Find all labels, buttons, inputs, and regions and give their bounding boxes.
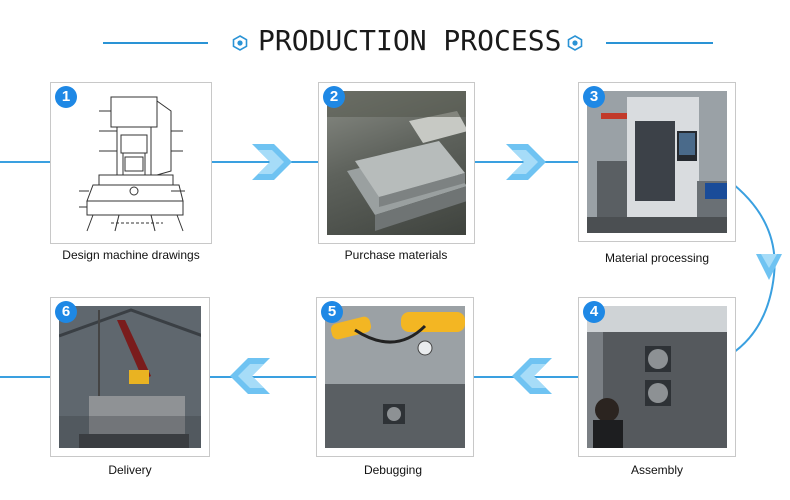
connector-5-6 <box>209 376 324 378</box>
step-card-6: 6 <box>50 297 210 457</box>
page-title: PRODUCTION PROCESS <box>258 24 562 57</box>
step-badge: 1 <box>55 86 77 108</box>
hexagon-icon-left <box>232 35 248 51</box>
step-card-2: 2 <box>318 82 475 244</box>
step-card-4: 4 <box>578 297 736 457</box>
header-rule-left <box>103 42 208 44</box>
header-rule-right <box>606 42 713 44</box>
curved-connector-3-4 <box>727 180 776 356</box>
arrow-down-icon <box>756 254 782 280</box>
debugging-photo <box>325 306 465 448</box>
step-badge: 6 <box>55 301 77 323</box>
step-label: Debugging <box>363 463 423 477</box>
step-badge: 3 <box>583 86 605 108</box>
hexagon-icon-right <box>567 35 583 51</box>
step-card-3: 3 <box>578 82 736 242</box>
materials-photo <box>327 91 466 235</box>
machining-photo <box>587 91 727 233</box>
connector-row1-left <box>0 161 50 163</box>
step-label: Delivery <box>108 463 152 477</box>
assembly-photo <box>587 306 727 448</box>
arrow-left-icon <box>230 358 270 394</box>
arrow-right-icon <box>252 144 292 180</box>
step-card-1: 1 <box>50 82 212 244</box>
step-label: Design machine drawings <box>62 248 200 262</box>
step-label: Material processing <box>604 251 710 265</box>
delivery-photo <box>59 306 201 448</box>
step-badge: 4 <box>583 301 605 323</box>
arrow-right-icon <box>506 144 546 180</box>
step-label: Purchase materials <box>344 248 448 262</box>
arrow-left-icon <box>512 358 552 394</box>
step-card-5: 5 <box>316 297 474 457</box>
step-label: Assembly <box>630 463 683 477</box>
connector-row2-left <box>0 376 50 378</box>
step-badge: 2 <box>323 86 345 108</box>
step-badge: 5 <box>321 301 343 323</box>
machine-drawing-image <box>59 91 203 235</box>
